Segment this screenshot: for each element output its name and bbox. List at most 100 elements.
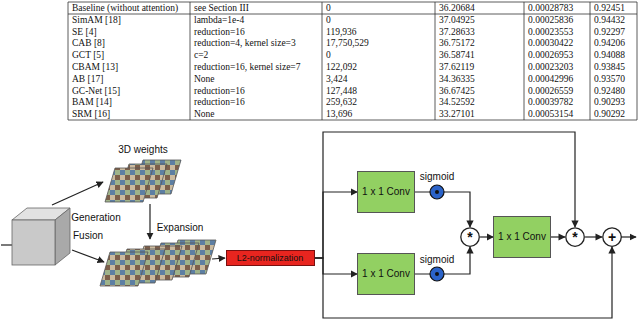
weight-tile (105, 168, 153, 202)
table-cell: reduction=16 (194, 85, 245, 96)
table-cell: 259,632 (326, 97, 357, 108)
conv-box: 1 x 1 Conv (493, 216, 551, 258)
table-cell: 37.28633 (439, 26, 475, 37)
table-cell: 0 (326, 14, 331, 25)
table-rule (190, 2, 191, 120)
node-circle (461, 228, 479, 246)
table-cell: 0.00030422 (528, 38, 573, 49)
table-cell: reduction=16, kernel size=7 (194, 62, 300, 73)
sigmoid-dot (435, 190, 439, 194)
table-cell: CBAM [13] (72, 62, 118, 73)
output-arrow (621, 236, 636, 237)
weight-tile (100, 252, 148, 286)
table-cell: 36.20684 (439, 3, 475, 14)
node-text: 1 x 1 Conv (362, 186, 410, 198)
table-cell: 37.04925 (439, 14, 475, 25)
table-cell: 127,448 (326, 85, 357, 96)
table-cell: 0.93845 (594, 62, 625, 73)
gate-label: sigmoid (420, 171, 454, 183)
conv-box: 1 x 1 Conv (357, 171, 415, 213)
table-cell: 0.00039782 (528, 97, 573, 108)
table-rule (435, 2, 436, 120)
table-rule (68, 120, 637, 121)
table-cell: 37.62119 (439, 62, 474, 73)
table-cell: 36.58741 (439, 50, 475, 61)
table-cell: BAM [14] (72, 97, 112, 108)
sigmoid-gates (430, 185, 444, 281)
connector (315, 258, 358, 274)
table-cell: SRM [16] (72, 109, 110, 120)
node-circle (603, 228, 621, 246)
node-text: * (467, 229, 472, 245)
arrow-label: Expansion (157, 222, 204, 234)
table-cell: 0.90292 (594, 109, 625, 120)
table-rule (524, 2, 525, 120)
sigmoid-gate (430, 185, 444, 199)
table-cell: 0.94432 (594, 14, 625, 25)
cube-front (12, 220, 55, 265)
table-cell: None (194, 109, 215, 120)
node-text: + (608, 229, 616, 245)
table-cell: 34.52592 (439, 97, 475, 108)
gate-label: sigmoid (420, 254, 454, 266)
table-cell: 0.00042996 (528, 73, 573, 84)
table-cell: SimAM [18] (72, 14, 121, 25)
table-cell: 36.75172 (439, 38, 475, 49)
table-cell: 0.93570 (594, 73, 625, 84)
table-cell: see Section III (194, 3, 249, 14)
arrow-label: Fusion (73, 230, 103, 242)
feature-cube (12, 208, 70, 265)
cube-side (55, 208, 70, 265)
table-cell: GC-Net [15] (72, 85, 120, 96)
table-cell: AB [17] (72, 73, 103, 84)
expansion-arrow (149, 204, 150, 239)
table-cell: 17,750,529 (326, 38, 369, 49)
table-cell: CAB [8] (72, 38, 105, 49)
sigmoid-gate (430, 267, 444, 281)
table-cell: 0.90293 (594, 97, 625, 108)
weight-stack (105, 160, 181, 202)
node-text: L2-normalization (237, 253, 304, 263)
table-cell: c=2 (194, 50, 208, 61)
table-cell: None (194, 73, 215, 84)
table-cell: 0.92451 (594, 3, 625, 14)
table-rule (68, 2, 637, 3)
table-cell: 0.00025836 (528, 14, 573, 25)
table-cell: 0.00026559 (528, 85, 573, 96)
table-cell: Baseline (without attention) (72, 3, 178, 14)
table-cell: lambda=1e-4 (194, 14, 244, 25)
table-cell: reduction=16 (194, 97, 245, 108)
table-cell: 0 (326, 50, 331, 61)
table-cell: 0.92480 (594, 85, 625, 96)
flow-arrows (52, 182, 636, 262)
node-circle (566, 228, 584, 246)
table-cell: 0.00053154 (528, 109, 573, 120)
table-cell: 0.00023203 (528, 62, 573, 73)
table-cell: 34.36335 (439, 73, 475, 84)
table-rule (322, 2, 323, 120)
table-cell: 0.00023553 (528, 26, 573, 37)
table-cell: 0 (326, 3, 331, 14)
sigmoid-dot (435, 272, 439, 276)
stack-title: 3D weights (118, 144, 167, 156)
table-cell: 119,936 (326, 26, 357, 37)
fusion-arrow (72, 250, 104, 262)
node-text: * (572, 229, 577, 245)
connector (315, 247, 613, 318)
connector (480, 236, 493, 237)
table-cell: 0.00026953 (528, 50, 573, 61)
generation-arrow (52, 182, 103, 205)
table-rule (68, 2, 69, 120)
table-rules (68, 2, 637, 120)
table-cell: 3,424 (326, 73, 347, 84)
input-line (1, 244, 12, 245)
table-cell: 33.27101 (439, 109, 475, 120)
arrow-label: Generation (71, 212, 120, 224)
table-cell: 0.92297 (594, 26, 625, 37)
table-rule (590, 2, 591, 120)
node-text: 1 x 1 Conv (362, 268, 410, 280)
table-cell: 0.00028783 (528, 3, 573, 14)
table-rule (637, 2, 638, 120)
